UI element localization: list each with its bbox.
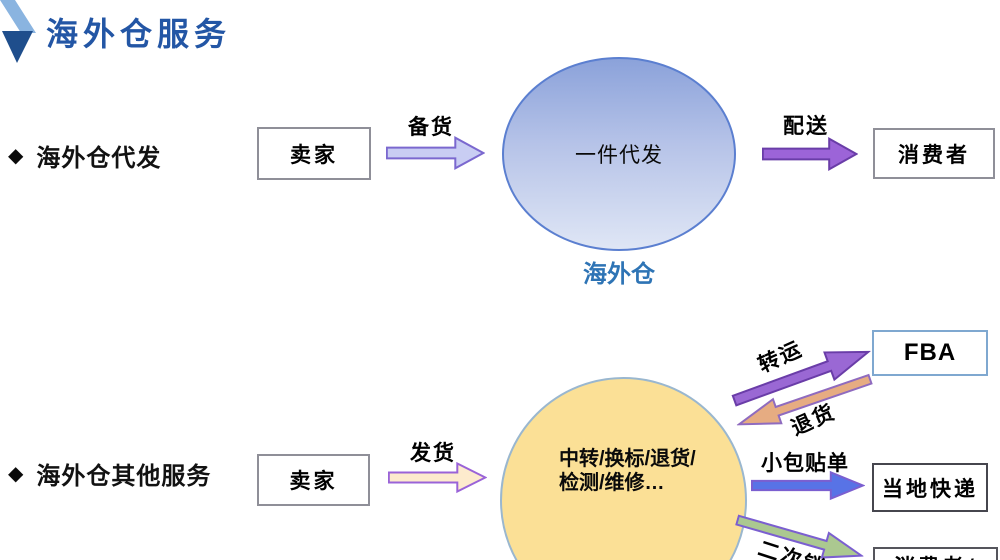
stock-arrow <box>386 135 485 171</box>
slide-corner-logo-icon <box>0 0 36 63</box>
diamond-bullet-icon: ◆ <box>8 144 24 167</box>
consumer-box-2-label: 消费者/ <box>894 551 977 560</box>
page-title: 海外仓服务 <box>46 16 232 52</box>
service-circle-line1: 中转/换标/退货/ <box>559 448 696 470</box>
return-arrow <box>732 365 876 440</box>
ship-arrow-label: 发货 <box>410 440 456 465</box>
warehouse-caption: 海外仓 <box>583 261 655 288</box>
overseas-warehouse-ellipse: 一件代发 <box>502 57 736 251</box>
consumer-box-1: 消费者 <box>873 128 995 179</box>
service-circle-text: 中转/换标/退货/ 检测/维修… <box>559 447 696 496</box>
stock-arrow-label: 备货 <box>408 114 454 139</box>
seller-box-2: 卖家 <box>257 454 370 506</box>
consumer-box-2: 消费者/ <box>873 547 998 560</box>
fba-box-label: FBA <box>903 339 957 366</box>
fba-box: FBA <box>872 330 988 376</box>
local-express-box: 当地快递 <box>872 463 988 512</box>
seller-box-1: 卖家 <box>257 127 371 180</box>
diamond-bullet-icon: ◆ <box>8 462 24 485</box>
local-express-box-label: 当地快递 <box>882 475 978 501</box>
deliver-arrow-label: 配送 <box>783 113 829 138</box>
service-circle: 中转/换标/退货/ 检测/维修… <box>500 377 747 560</box>
parcel-arrow-label: 小包贴单 <box>761 450 849 475</box>
section2-heading: ◆ 海外仓其他服务 <box>8 456 211 491</box>
deliver-arrow <box>762 136 858 172</box>
section1-label: 海外仓代发 <box>36 145 162 172</box>
section1-heading: ◆ 海外仓代发 <box>8 138 161 173</box>
consumer-box-1-label: 消费者 <box>898 141 970 167</box>
dropship-text: 一件代发 <box>575 144 663 167</box>
transfer-arrow <box>728 335 877 417</box>
service-circle-line2: 检测/维修… <box>559 472 665 495</box>
parcel-arrow <box>751 470 865 501</box>
ship-arrow <box>388 461 487 494</box>
seller-box-1-label: 卖家 <box>290 141 338 167</box>
seller-box-2-label: 卖家 <box>289 468 338 493</box>
section2-label: 海外仓其他服务 <box>36 463 212 490</box>
resale-arrow <box>732 505 867 560</box>
